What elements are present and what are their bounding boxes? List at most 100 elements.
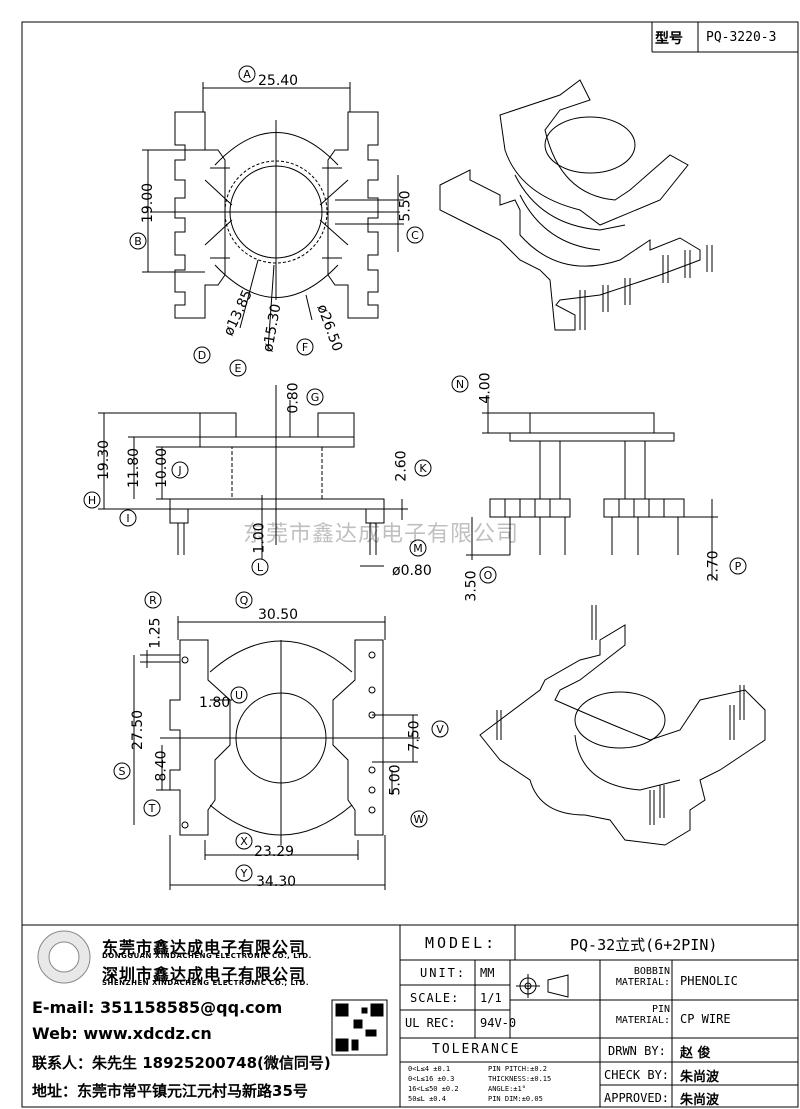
dim-s: 27.50 bbox=[130, 709, 147, 751]
callout-circle-j bbox=[171, 461, 189, 479]
dim-m: ø0.80 bbox=[392, 563, 432, 579]
scale-label: SCALE: bbox=[410, 991, 460, 1005]
callout-circle-k bbox=[414, 459, 432, 477]
dim-h: 19.30 bbox=[96, 439, 113, 481]
company-name-en-1: DONGGUAN XINDACHENG ELECTRONIC CO., LTD. bbox=[102, 952, 312, 960]
scale-value: 1/1 bbox=[480, 991, 502, 1005]
pin-value: CP WIRE bbox=[680, 1012, 731, 1026]
dim-c: 5.50 bbox=[397, 190, 414, 222]
dim-v: 7.50 bbox=[406, 720, 423, 752]
callout-circle-a bbox=[238, 65, 256, 83]
iso-view-1 bbox=[439, 79, 713, 331]
tol2-row: ANGLE:±1° bbox=[488, 1085, 526, 1093]
bobbin-label: BOBBIN MATERIAL: bbox=[615, 966, 670, 988]
dim-w: 5.00 bbox=[387, 764, 404, 796]
tolerance-label: TOLERANCE bbox=[432, 1042, 521, 1057]
bobbin-value: PHENOLIC bbox=[680, 974, 738, 988]
callout-circle-e bbox=[229, 359, 247, 377]
callout-circle-b bbox=[129, 232, 147, 250]
dim-t: 8.40 bbox=[153, 750, 170, 782]
callout-circle-d bbox=[193, 346, 211, 364]
callout-circle-r bbox=[144, 591, 162, 609]
callout-circle-s bbox=[113, 762, 131, 780]
company-name-cn-1: 东莞市鑫达成电子有限公司 bbox=[102, 938, 307, 957]
callout-circle-p bbox=[729, 557, 747, 575]
company-web: Web: www.xdcdz.cn bbox=[32, 1024, 212, 1043]
top-view-1 bbox=[150, 111, 400, 319]
company-name-cn-2: 深圳市鑫达成电子有限公司 bbox=[102, 965, 307, 984]
callout-letter-r: R bbox=[149, 594, 157, 607]
callout-letter-x: X bbox=[240, 835, 248, 848]
callout-letter-u: U bbox=[235, 689, 243, 702]
callout-letter-h: H bbox=[88, 494, 96, 507]
callout-letter-c: C bbox=[411, 229, 419, 242]
dim-g: 0.80 bbox=[285, 382, 302, 414]
tol2-row: PIN PITCH:±0.2 bbox=[488, 1065, 548, 1073]
dim-i-height: 11.80 bbox=[126, 447, 143, 489]
callout-circle-y bbox=[235, 864, 253, 882]
callout-circle-q bbox=[235, 591, 253, 609]
callout-letter-w: W bbox=[414, 813, 425, 826]
unit-value: MM bbox=[480, 966, 495, 980]
tol2-row: THICKNESS:±0.15 bbox=[488, 1075, 552, 1083]
side-view-profile bbox=[489, 412, 685, 555]
title-block bbox=[22, 924, 798, 1107]
callout-letter-t: T bbox=[148, 802, 156, 815]
callout-letter-b: B bbox=[134, 235, 142, 248]
check-label: CHECK BY: bbox=[604, 1068, 670, 1082]
approved-label: APPROVED: bbox=[604, 1091, 670, 1105]
model-label: MODEL: bbox=[425, 934, 498, 952]
callout-letter-i: I bbox=[126, 512, 129, 525]
unit-label: UNIT: bbox=[420, 966, 467, 980]
company-contact: 联系人：朱先生 18925200748(微信同号) bbox=[32, 1054, 331, 1072]
callout-letter-m: M bbox=[413, 542, 423, 555]
callout-circle-n bbox=[451, 375, 469, 393]
ulrec-label: UL REC: bbox=[405, 1016, 456, 1030]
callout-letter-l: L bbox=[257, 561, 264, 574]
callout-letter-j: J bbox=[177, 464, 181, 477]
callout-letter-g: G bbox=[311, 391, 320, 404]
callout-circle-t bbox=[143, 799, 161, 817]
drawn-label: DRWN BY: bbox=[608, 1044, 666, 1058]
callout-circle-g bbox=[306, 388, 324, 406]
dim-a: 25.40 bbox=[258, 73, 299, 89]
callout-letter-v: V bbox=[436, 723, 444, 736]
callout-circle-v bbox=[431, 720, 449, 738]
dim-u: 1.80 bbox=[199, 695, 231, 711]
dim-b: 19.00 bbox=[140, 182, 157, 224]
dim-l: 1.00 bbox=[251, 522, 268, 554]
callout-letter-f: F bbox=[302, 341, 308, 354]
callout-circle-o bbox=[479, 566, 497, 584]
callout-circle-m bbox=[409, 539, 427, 557]
company-address: 地址：东莞市常平镇元江元村马新路35号 bbox=[32, 1082, 308, 1100]
part-number: PQ-3220-3 bbox=[706, 30, 777, 45]
tolerance-table: 0<L≤4 ±0.1 0<L≤16 ±0.3 16<L≤50 ±0.2 50≤L… bbox=[408, 1064, 459, 1104]
callout-circle-w bbox=[410, 810, 428, 828]
callout-letter-y: Y bbox=[240, 867, 248, 880]
drawn-value: 赵 俊 bbox=[680, 1046, 711, 1061]
ulrec-value: 94V-0 bbox=[480, 1016, 517, 1030]
callout-circle-l bbox=[251, 558, 269, 576]
callout-letter-s: S bbox=[119, 765, 126, 778]
dim-q: 30.50 bbox=[258, 607, 299, 623]
callout-letter-p: P bbox=[735, 560, 742, 573]
watermark: 东莞市鑫达成电子有限公司 bbox=[243, 522, 520, 547]
dim-n: 4.00 bbox=[477, 372, 494, 404]
callout-circle-u bbox=[230, 686, 248, 704]
check-value: 朱尚波 bbox=[680, 1070, 720, 1085]
dim-k: 2.60 bbox=[393, 450, 410, 482]
pin-label: PIN MATERIAL: bbox=[615, 1004, 670, 1026]
bottom-view bbox=[160, 639, 420, 845]
callout-circle-f bbox=[296, 338, 314, 356]
dim-p: 2.70 bbox=[705, 550, 722, 582]
callout-circle-i bbox=[119, 509, 137, 527]
sheet-border bbox=[21, 21, 799, 1108]
dim-j: 10.00 bbox=[154, 447, 171, 489]
tol-row: 16<L≤50 ±0.2 bbox=[408, 1085, 459, 1093]
type-label: 型号 bbox=[655, 31, 683, 47]
approved-value: 朱尚波 bbox=[680, 1093, 720, 1108]
tol-row: 0<L≤4 ±0.1 bbox=[408, 1065, 451, 1073]
company-email: E-mail: 351158585@qq.com bbox=[32, 998, 283, 1017]
